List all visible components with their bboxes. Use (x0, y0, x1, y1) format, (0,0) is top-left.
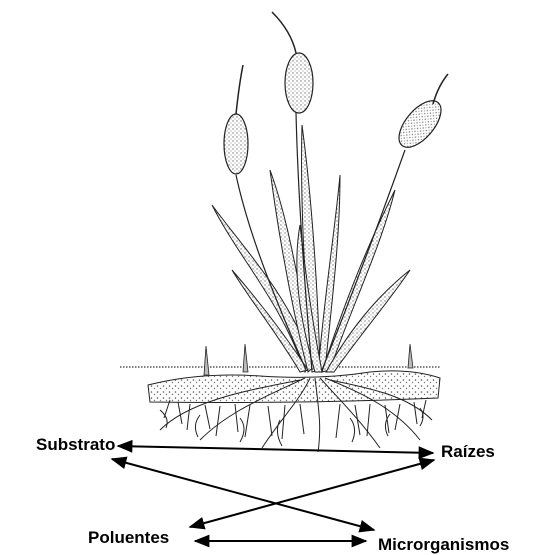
arrow-substrato-raizes (118, 446, 433, 453)
cattail-spikes (224, 53, 449, 174)
label-poluentes: Poluentes (88, 529, 169, 546)
relationship-arrows (112, 446, 434, 541)
label-microrganismos: Microrganismos (378, 536, 509, 553)
arrow-poluentes-raizes (190, 460, 434, 527)
label-substrato: Substrato (36, 436, 115, 453)
label-raizes: Raízes (441, 443, 495, 460)
cattail-tips (236, 12, 448, 114)
arrow-substrato-microrganismos (112, 459, 374, 530)
